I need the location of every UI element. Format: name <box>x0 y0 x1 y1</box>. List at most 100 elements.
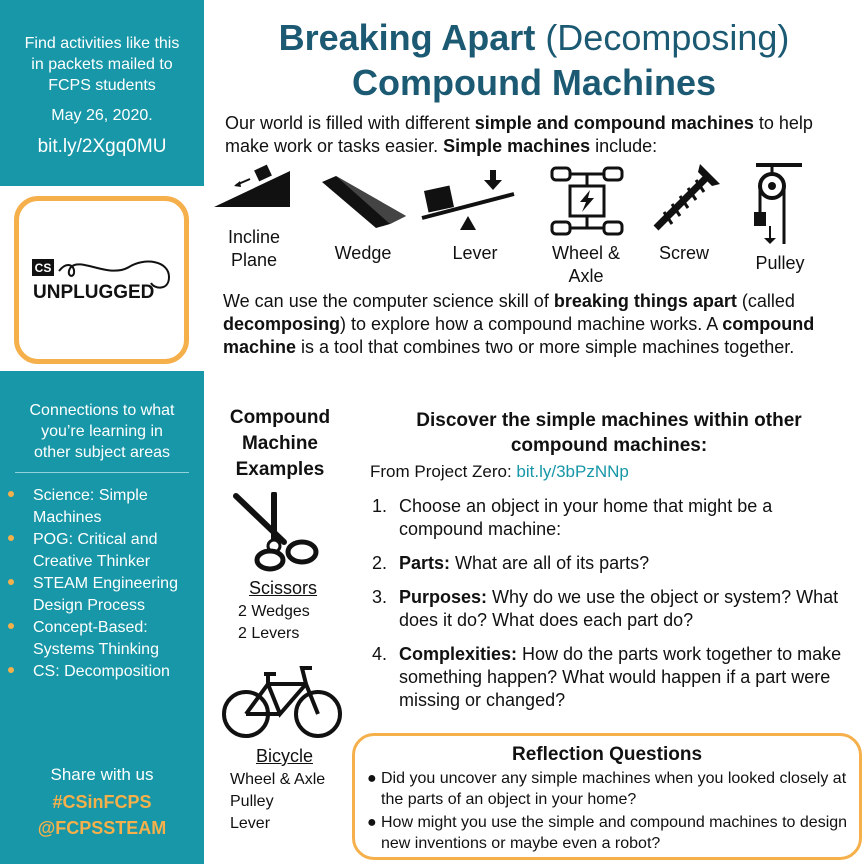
reflection-question: ●How might you use the simple and compou… <box>355 812 859 854</box>
lever-label: Lever <box>452 243 498 263</box>
title-bold: Breaking Apart <box>278 17 536 58</box>
incline-plane-label: Incline Plane <box>212 226 296 272</box>
share-label: Share with us <box>50 765 154 784</box>
page-title-line-1: Breaking Apart (Decomposing) <box>204 16 864 60</box>
list-item-label: Concept-Based: Systems Thinking <box>33 619 159 658</box>
screw-icon <box>653 164 720 231</box>
logo-word: UNPLUGGED <box>33 282 154 303</box>
reflection-question: ●Did you uncover any simple machines whe… <box>355 768 859 810</box>
reflection-box: Reflection Questions ●Did you uncover an… <box>352 733 862 860</box>
connections-list: Science: Simple Machines POG: Critical a… <box>0 485 204 683</box>
text-run: (called <box>736 291 795 311</box>
bullet-dot <box>8 667 14 673</box>
question-text: Did you uncover any simple machines when… <box>381 770 847 808</box>
social-handle[interactable]: @FCPSSTEAM <box>37 818 167 838</box>
heading-line: compound machines: <box>510 435 708 456</box>
text-bold: breaking things apart <box>553 291 737 311</box>
step-bold: Complexities: <box>399 644 518 664</box>
step-text: How do the parts work together to make s… <box>399 644 842 710</box>
step-number: 2. <box>372 553 388 573</box>
scissors-part: 2 Wedges <box>238 603 310 620</box>
scissors-part: 2 Levers <box>238 625 300 642</box>
label-line: Incline <box>227 227 281 247</box>
wheel-and-axle-icon <box>550 166 624 236</box>
title-plain: (Decomposing) <box>535 17 790 58</box>
step-number: 3. <box>372 587 388 607</box>
bullet-dot <box>8 623 14 629</box>
bicycle-part: Pulley <box>230 793 274 810</box>
packet-date: May 26, 2020. <box>51 107 153 124</box>
heading-line: Examples <box>235 459 325 480</box>
text-run: ) to explore how a compound machine work… <box>340 314 723 334</box>
list-item: CS: Decomposition <box>8 661 204 683</box>
heading-line: Machine <box>241 433 319 454</box>
step-item: 2. Parts: What are all of its parts? <box>370 552 850 575</box>
page-title-line-2: Compound Machines <box>204 61 864 105</box>
decompose-paragraph: We can use the computer science skill of… <box>223 290 853 359</box>
connections-heading: Connections to what you’re learning in o… <box>0 400 204 463</box>
cs-unplugged-logo: CS UNPLUGGED <box>32 259 171 303</box>
list-item-label: STEAM Engineering Design Process <box>33 575 178 614</box>
bullet-dot: ● <box>367 814 377 831</box>
bicycle-label: Bicycle <box>256 746 314 766</box>
step-number: 1. <box>372 496 388 516</box>
screw-label: Screw <box>658 243 709 263</box>
list-item: Science: Simple Machines <box>8 485 204 529</box>
list-item-label: POG: Critical and Creative Thinker <box>33 531 158 570</box>
list-item: Concept-Based: Systems Thinking <box>8 617 204 661</box>
bullet-dot <box>8 579 14 585</box>
text-bold: Simple machines <box>443 136 591 156</box>
text-run: Our world is filled with different <box>225 113 475 133</box>
source-line: From Project Zero: bit.ly/3bPzNNp <box>370 462 629 482</box>
wheel-and-axle-label: Wheel & Axle <box>540 242 632 288</box>
text-run: is a tool that combines two or more simp… <box>296 337 795 357</box>
bicycle-part: Wheel & Axle <box>230 771 326 788</box>
wedge-label: Wedge <box>334 243 392 263</box>
intro-paragraph: Our world is filled with different simpl… <box>225 112 855 158</box>
step-item: 3. Purposes: Why do we use the object or … <box>370 586 850 632</box>
pulley-icon <box>754 163 802 244</box>
source-link[interactable]: bit.ly/3bPzNNp <box>516 462 629 481</box>
text-run: include: <box>590 136 658 156</box>
list-item: POG: Critical and Creative Thinker <box>8 529 204 573</box>
step-bold: Purposes: <box>399 587 488 607</box>
label-line: Plane <box>230 250 278 270</box>
text-bold: compound machine <box>223 314 815 357</box>
bullet-dot <box>8 535 14 541</box>
list-item-label: Science: Simple Machines <box>33 487 148 526</box>
step-text: What are all of its parts? <box>450 553 650 573</box>
step-item: 1.Choose an object in your home that mig… <box>370 495 850 541</box>
question-text: How might you use the simple and compoun… <box>381 814 848 852</box>
list-item: STEAM Engineering Design Process <box>8 573 204 617</box>
step-text: Why do we use the object or system? What… <box>399 587 839 630</box>
steps-list: 1.Choose an object in your home that mig… <box>370 495 850 723</box>
reflection-title: Reflection Questions <box>511 744 703 765</box>
heading-line: Discover the simple machines within othe… <box>416 410 802 431</box>
bicycle-part: Lever <box>230 815 271 832</box>
label-line: Axle <box>568 266 604 286</box>
title-bold: Compound Machines <box>351 62 716 103</box>
connections-heading-line: other subject areas <box>33 444 171 461</box>
packet-note-line: in packets mailed to <box>31 56 173 73</box>
text-bold: simple and compound machines <box>474 113 754 133</box>
scissors-label: Scissors <box>249 578 318 598</box>
bullet-dot <box>8 491 14 497</box>
hashtag[interactable]: #CSinFCPS <box>52 792 152 812</box>
wedge-icon <box>322 176 406 228</box>
text-run: We can use the computer science skill of <box>223 291 554 311</box>
packet-note: Find activities like this in packets mai… <box>0 33 204 96</box>
packet-note-line: FCPS students <box>48 77 156 94</box>
pulley-label: Pulley <box>755 253 805 273</box>
connections-heading-line: Connections to what <box>29 402 175 419</box>
list-item-label: CS: Decomposition <box>33 663 170 680</box>
packet-link[interactable]: bit.ly/2Xgq0MU <box>37 136 167 157</box>
text-run: to help make work or tasks easier. <box>225 113 813 156</box>
step-bold: Parts: <box>399 553 451 573</box>
logo-cs-text: CS <box>35 261 52 275</box>
sidebar-info-panel: Find activities like this in packets mai… <box>0 0 204 186</box>
lever-icon <box>421 170 515 230</box>
scissors-icon <box>233 492 319 572</box>
examples-heading: Compound Machine Examples <box>220 405 340 483</box>
discover-heading: Discover the simple machines within othe… <box>370 408 848 458</box>
cs-unplugged-logo-card: CS UNPLUGGED <box>14 196 189 364</box>
